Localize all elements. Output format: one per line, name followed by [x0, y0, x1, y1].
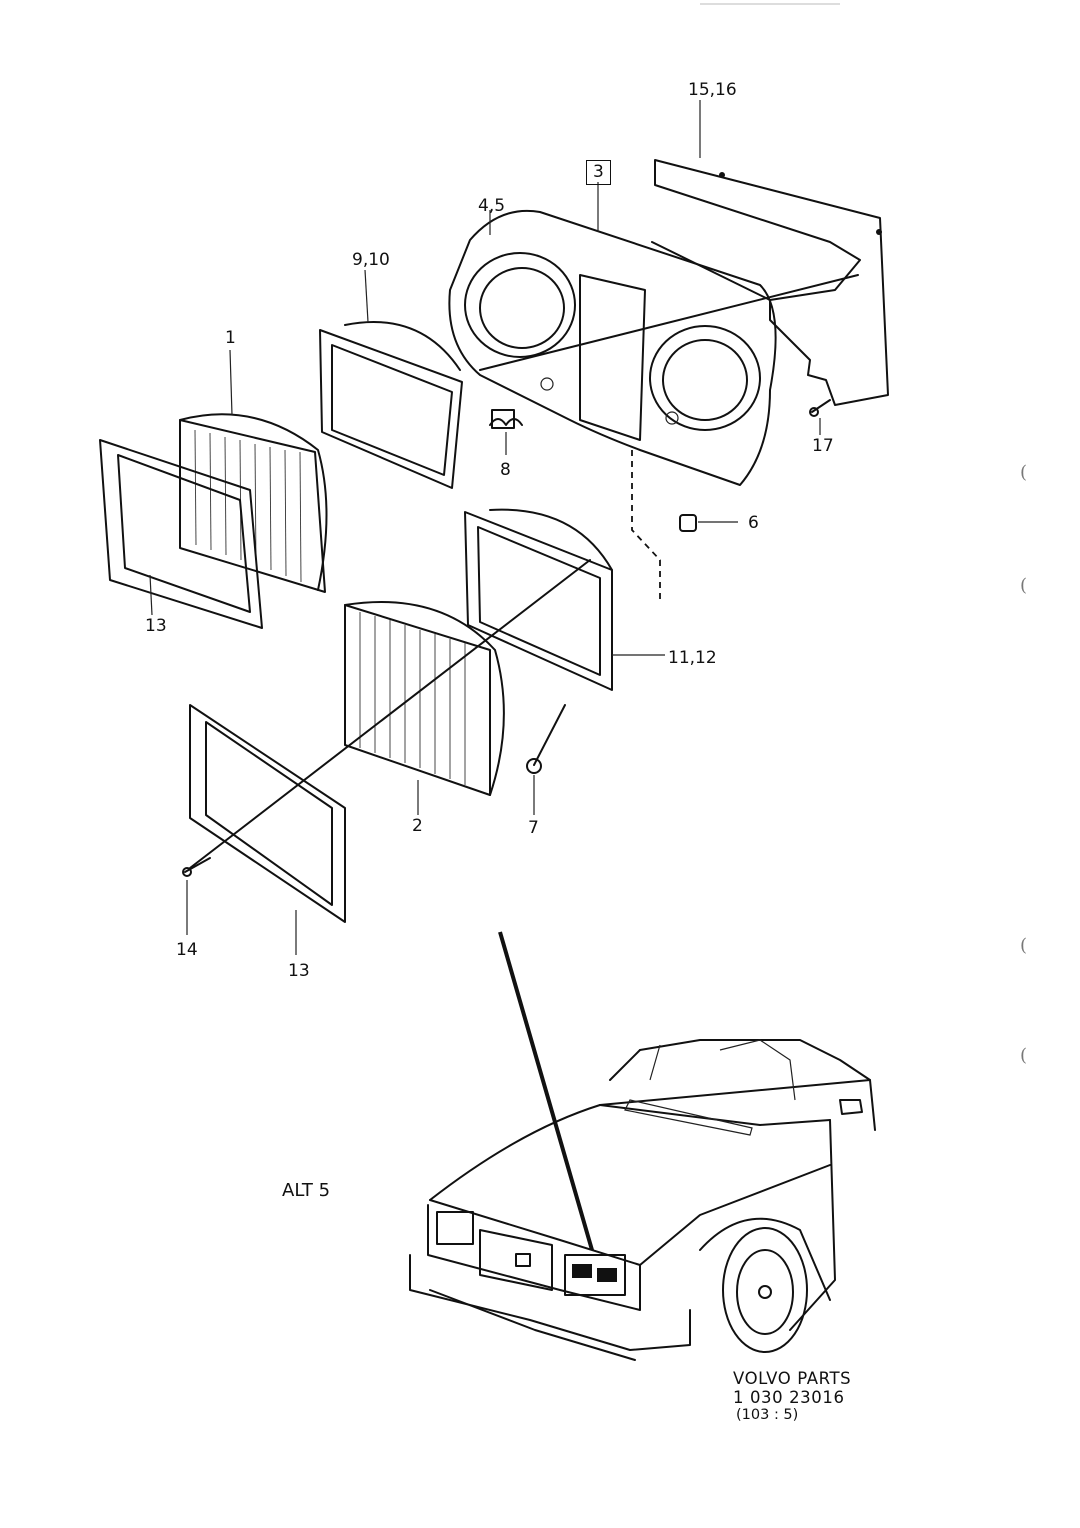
callout-11-12: 11,12: [668, 648, 717, 668]
headlamp-housing-part-4-5: [448, 182, 859, 486]
callout-8: 8: [500, 460, 511, 480]
alternative-label: ALT 5: [282, 1180, 331, 1201]
margin-mark: (: [1020, 575, 1028, 596]
brand-label: VOLVO PARTS: [733, 1369, 852, 1388]
callout-3: 3: [586, 160, 611, 185]
callout-13-upper: 13: [145, 616, 167, 636]
margin-mark: (: [1020, 462, 1028, 483]
page-reference: (103 : 5): [736, 1407, 799, 1423]
callout-17: 17: [812, 436, 834, 456]
callout-7: 7: [528, 818, 539, 838]
margin-mark: (: [1020, 935, 1028, 956]
headlamp-upper-part-1: [179, 349, 328, 593]
margin-mark: (: [1020, 1045, 1028, 1066]
trim-frame-upper-part-13: [99, 439, 263, 629]
callout-4-5: 4,5: [478, 196, 506, 216]
part-code: 1 030 23016: [733, 1388, 845, 1407]
adjusting-screw-part-7: [526, 704, 566, 815]
callout-2: 2: [412, 816, 423, 836]
callout-6: 6: [748, 513, 759, 533]
screw-part-17: [809, 399, 831, 435]
mounting-ring-part-11-12: [464, 508, 665, 691]
grommet-part-6: [679, 514, 738, 532]
callout-15-16: 15,16: [688, 80, 737, 100]
callout-1: 1: [225, 328, 236, 348]
trim-frame-lower-part-13: [189, 704, 346, 955]
car-front-view-icon: [409, 1039, 876, 1361]
headlamp-lower-part-2: [344, 601, 505, 815]
mounting-ring-part-9-10: [319, 269, 463, 489]
screw-part-14: [182, 857, 211, 935]
callout-14: 14: [176, 940, 198, 960]
callout-13-lower: 13: [288, 961, 310, 981]
spring-part-8: [489, 409, 523, 455]
rear-shield-part-15-16: [651, 100, 889, 406]
callout-9-10: 9,10: [352, 250, 390, 270]
